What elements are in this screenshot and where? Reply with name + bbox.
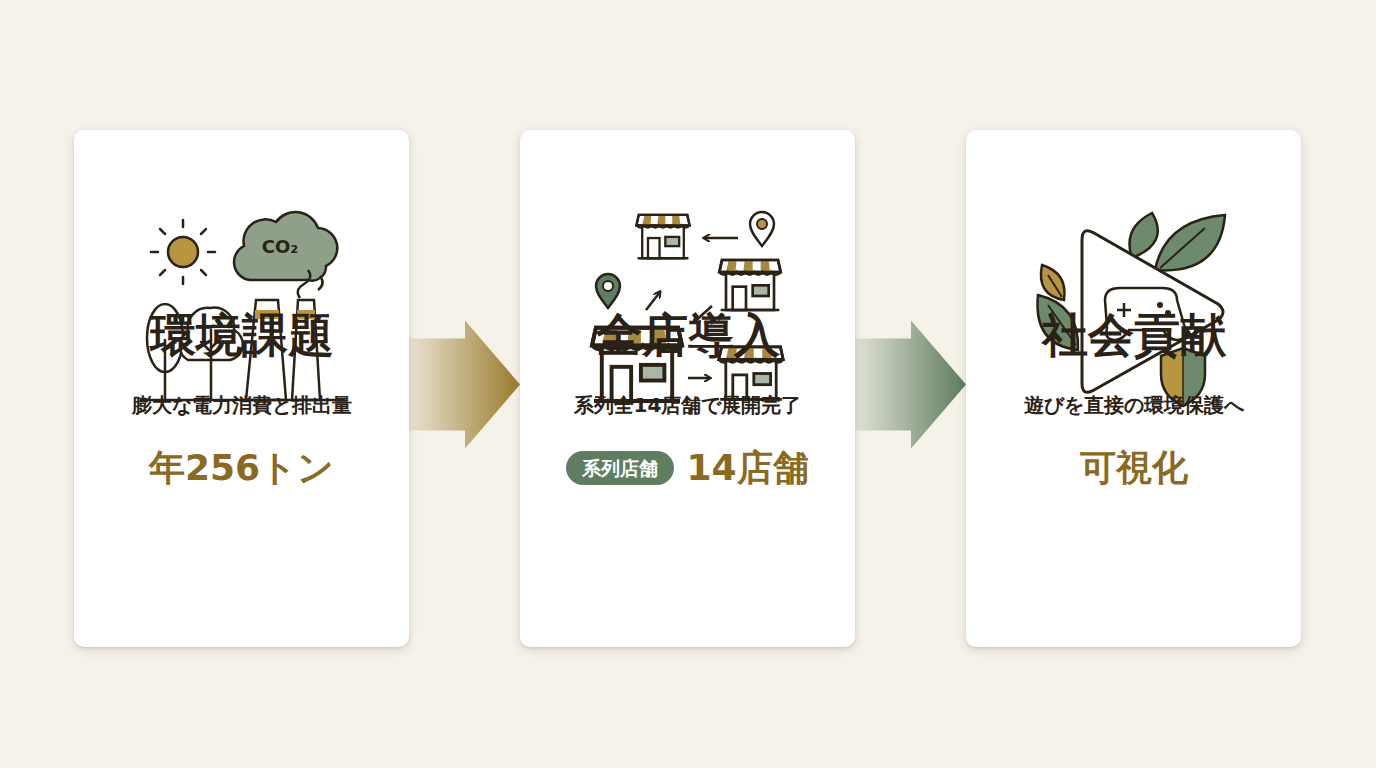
gamepad-symbol-part: [1117, 303, 1131, 317]
chemical-label: CO₂: [252, 236, 308, 258]
flow-arrow: [855, 321, 966, 449]
tree-symbol-part: [180, 308, 243, 360]
co2-cloud: [234, 212, 337, 280]
gamepad-symbol-part: [1157, 302, 1163, 308]
tree-symbol-part: [147, 304, 183, 372]
flow-arrow-part: [704, 237, 738, 240]
shops-icon-part: [719, 347, 783, 400]
tree-symbol-part: [201, 338, 221, 352]
gamepad-symbol-part: [1105, 288, 1186, 340]
factory-chimney-part: [246, 300, 286, 400]
map-pin-part: [596, 274, 620, 308]
sun-symbol-part-part: [160, 270, 165, 275]
tag-text: 系列店舗: [582, 451, 658, 485]
leaf-symbol: [1130, 213, 1158, 258]
tag-pill: 系列店舗: [566, 451, 674, 485]
card-value: 可視化: [966, 445, 1301, 491]
factory-chimney-part: [292, 300, 320, 400]
factory-chimney-part: [318, 276, 323, 290]
shield-symbol-part: [1161, 348, 1205, 406]
contribution-icon: [1038, 213, 1226, 406]
sun-symbol: [151, 220, 215, 284]
flow-arrow: [409, 321, 520, 449]
card-subtitle: 膨大な電力消費と排出量: [74, 391, 409, 419]
card-heading: 全店導入: [520, 305, 855, 365]
card-value: 14店舗: [686, 445, 808, 491]
ground-line: [140, 399, 345, 402]
sun-symbol-part-part: [201, 229, 206, 234]
map-pin: [750, 212, 774, 246]
leaf-symbol: [1155, 215, 1225, 270]
factory-chimney: [246, 270, 323, 400]
card-subtitle: 遊びを直接の環境保護へ: [966, 391, 1301, 419]
map-pin-part: [757, 219, 767, 229]
step-card: 全店導入系列全14店舗で展開完了 14店舗系列店舗: [520, 130, 855, 647]
sun-symbol-part-part: [182, 277, 185, 284]
card-heading: 社会貢献: [966, 305, 1301, 365]
factory-chimney-part: [298, 270, 311, 298]
shield-symbol-part: [1182, 350, 1184, 404]
shops-icon-part: [592, 328, 682, 401]
card-subtitle: 系列全14店舗で展開完了: [520, 391, 855, 419]
gamepad-symbol-part: [1165, 310, 1171, 316]
card-value: 年256トン: [74, 445, 409, 491]
tree-symbol: [147, 304, 243, 400]
shops-icon-part: [719, 260, 780, 310]
factory-chimney-part: [255, 310, 279, 319]
contribution-icon-part: [1160, 228, 1205, 268]
leaf-symbol: [1041, 265, 1065, 300]
gamepad-symbol: [1105, 288, 1186, 340]
shield-symbol-part: [1161, 348, 1183, 406]
shops-icon-part: [636, 215, 689, 258]
map-pin-part: [603, 281, 613, 291]
map-pin: [596, 274, 620, 308]
sun-symbol-part-part: [208, 251, 215, 254]
step-card: 環境課題膨大な電力消費と排出量年256トン: [74, 130, 409, 647]
environment-icon: [140, 212, 345, 400]
factory-chimney-part: [297, 310, 315, 319]
sun-symbol-part: [168, 237, 198, 267]
sun-symbol-part-part: [160, 229, 165, 234]
shops-icon: [592, 212, 783, 401]
sun-symbol-part-part: [151, 251, 158, 254]
sun-symbol-part: [151, 220, 215, 284]
play-triangle: [1082, 231, 1223, 393]
step-card: 社会貢献遊びを直接の環境保護へ可視化: [966, 130, 1301, 647]
contribution-icon-part: [1048, 275, 1076, 345]
flow-arrow: [646, 238, 738, 378]
map-pin-part: [750, 212, 774, 246]
card-heading: 環境課題: [74, 305, 409, 365]
tree-symbol-part: [210, 330, 213, 400]
leaf-symbol: [1038, 295, 1079, 350]
flow-arrow-part: [688, 377, 710, 380]
shield-symbol: [1161, 348, 1205, 406]
flow-arrow-part: [646, 292, 660, 310]
sun-symbol-part-part: [201, 270, 206, 275]
flow-arrow-part: [694, 306, 712, 322]
tree-symbol-part: [164, 340, 167, 400]
sun-symbol-part-part: [182, 220, 185, 227]
shield-symbol-part: [1183, 348, 1205, 406]
